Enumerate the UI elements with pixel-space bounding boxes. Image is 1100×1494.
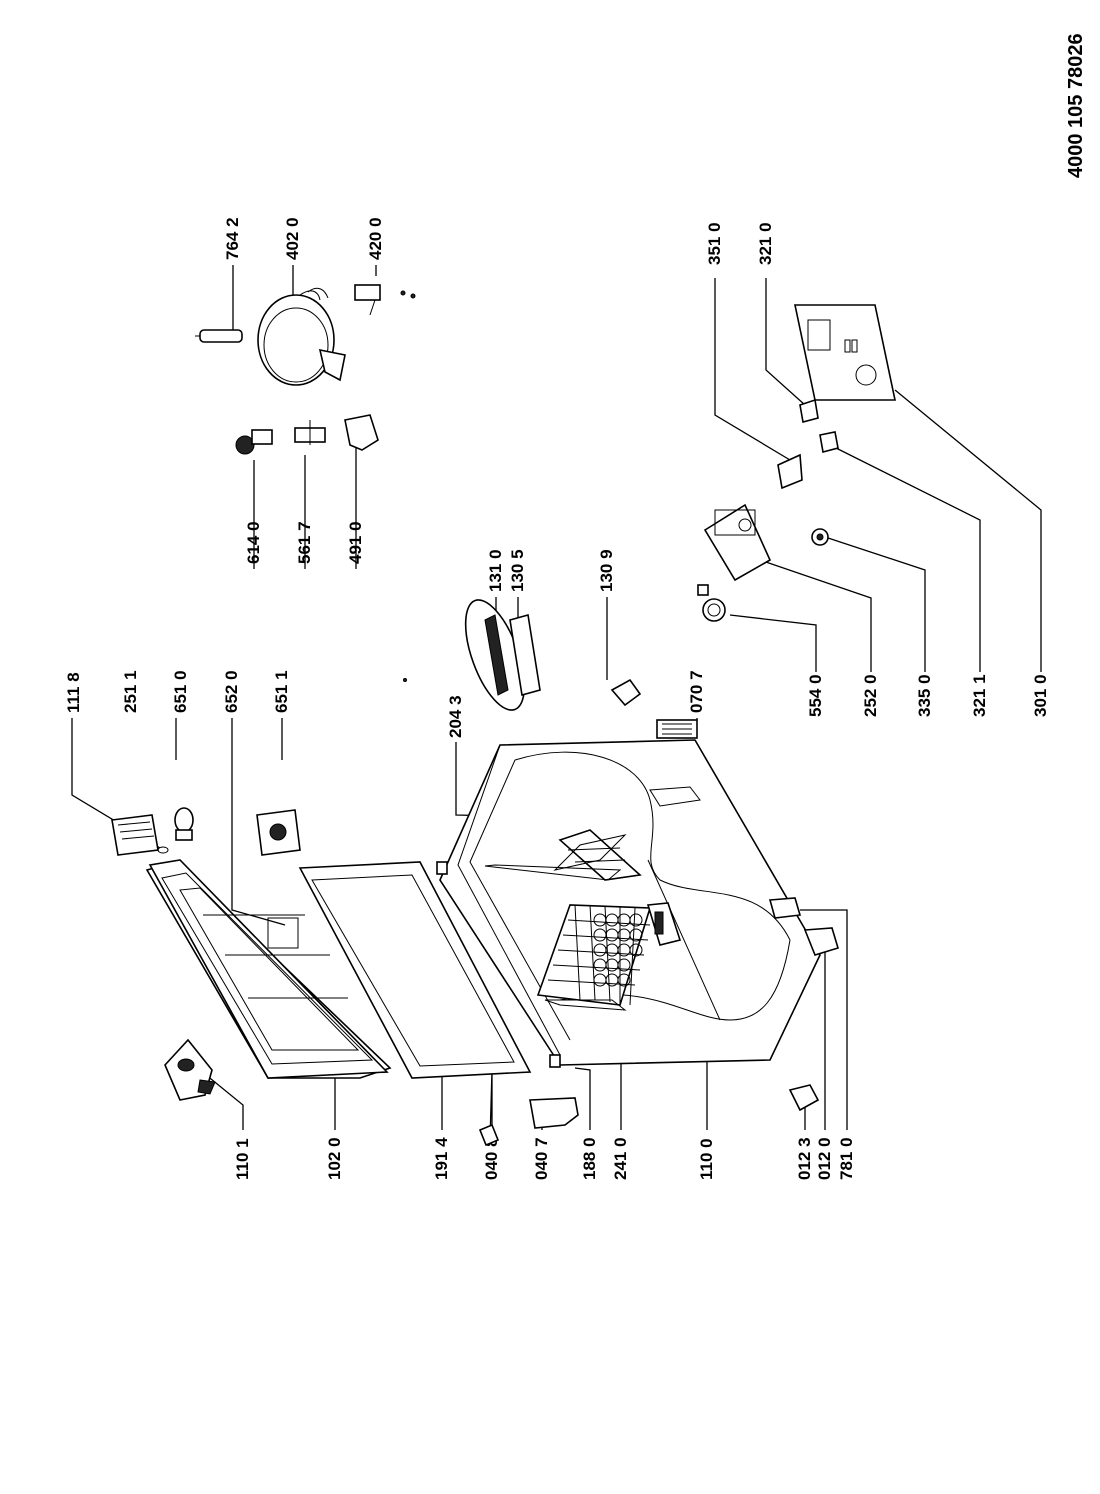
- label-651-1: 651 1: [272, 670, 291, 713]
- control-panel-301-0: [794, 304, 896, 401]
- part-012-3: [788, 1084, 820, 1112]
- label-191-4: 191 4: [432, 1137, 451, 1180]
- label-351-0: 351 0: [705, 222, 724, 265]
- label-781-0: 781 0: [837, 1137, 856, 1180]
- label-252-0: 252 0: [861, 674, 880, 717]
- lamp-holder: [256, 809, 301, 856]
- light-cover: [111, 814, 159, 856]
- label-301-0: 301 0: [1031, 674, 1050, 717]
- label-251-1: 251 1: [121, 670, 140, 713]
- clip-321-0: [799, 398, 819, 423]
- left-labels: 110 1 102 0 191 4 040 8 040 7 188 0 241 …: [233, 1137, 856, 1180]
- label-110-1: 110 1: [233, 1138, 252, 1180]
- dot-mark: [403, 678, 407, 682]
- lid-assembly: [145, 859, 532, 1079]
- label-420-0: 420 0: [366, 217, 385, 260]
- label-335-0: 335 0: [915, 674, 934, 717]
- compressor: [257, 287, 346, 386]
- label-040-7: 040 7: [532, 1137, 551, 1180]
- label-102-0: 102 0: [325, 1137, 344, 1180]
- upper-labels: 111 8 251 1 651 0 652 0 651 1 204 3 131 …: [64, 217, 706, 738]
- part-040-7: [529, 1097, 579, 1129]
- label-130-9: 130 9: [597, 549, 616, 592]
- label-204-3: 204 3: [446, 695, 465, 738]
- dryer-filter: [195, 329, 243, 343]
- label-554-0: 554 0: [806, 674, 825, 717]
- part-781-0: [768, 897, 802, 919]
- handle: [164, 1038, 216, 1101]
- indicator-351-0: [777, 453, 803, 490]
- basket: [536, 904, 652, 1011]
- label-130-5: 130 5: [508, 549, 527, 592]
- relay-420-0: [354, 284, 416, 316]
- label-040-8: 040 8: [482, 1137, 501, 1180]
- lamp: [174, 807, 194, 841]
- spring-554-0: [697, 584, 726, 622]
- bracket-491-0: [344, 414, 379, 451]
- inner-handle: [646, 902, 682, 946]
- label-321-0: 321 0: [756, 222, 775, 265]
- label-402-0: 402 0: [283, 217, 302, 260]
- control-box-252-0: [703, 503, 772, 582]
- label-321-1: 321 1: [970, 674, 989, 717]
- clip-130-9: [610, 678, 642, 707]
- thermostat: [294, 420, 326, 445]
- clip-321-1: [819, 431, 839, 453]
- label-188-0: 188 0: [580, 1137, 599, 1180]
- label-012-3: 012 3: [795, 1137, 814, 1180]
- label-241-0: 241 0: [611, 1137, 630, 1180]
- lower-right-labels: 554 0 252 0 335 0 321 1 301 0 351 0 321 …: [705, 222, 1050, 717]
- document-number: 4000 105 78026: [1065, 33, 1087, 178]
- label-110-0: 110 0: [697, 1138, 716, 1180]
- label-652-0: 652 0: [222, 670, 241, 713]
- drain-plate: [464, 599, 541, 711]
- thermostat-knob: [235, 429, 273, 455]
- part-012-0: [803, 927, 839, 956]
- label-651-0: 651 0: [171, 670, 190, 713]
- label-131-0: 131 0: [486, 549, 505, 592]
- part-040-8: [478, 1123, 500, 1147]
- grille: [656, 719, 698, 739]
- knob-335-0: [811, 528, 829, 546]
- label-070-7: 070 7: [687, 670, 706, 713]
- small-ring-part: [157, 846, 169, 854]
- label-764-2: 764 2: [223, 217, 242, 260]
- label-012-0: 012 0: [815, 1137, 834, 1180]
- label-111-8: 111 8: [64, 672, 83, 713]
- cabinet-body: [436, 739, 821, 1068]
